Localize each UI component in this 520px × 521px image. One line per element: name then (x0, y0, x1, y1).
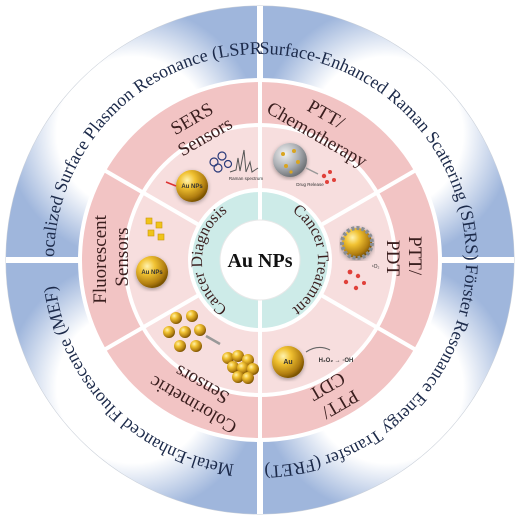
ptt-chemo-illustration: Drug Release (273, 143, 336, 187)
reaction-arrow-icon (305, 346, 331, 353)
outer-ring-quadrant-tr (260, 6, 514, 260)
singlet-oxygen-icon (343, 269, 366, 291)
section-label-fluorescent: Fluorescent Sensors (90, 210, 133, 303)
drug-molecules-icon (321, 170, 336, 184)
gold-nanoparticle (272, 346, 304, 378)
center-title: Au NPs (227, 250, 292, 272)
center-disc (219, 219, 301, 301)
singlet-oxygen-label: ¹O₂ (372, 264, 380, 270)
fluorophore-icon (145, 217, 165, 241)
dispersed-nanoparticles (163, 310, 206, 352)
section-divider (102, 168, 201, 227)
laser-arrow-icon (165, 181, 177, 187)
reaction-label: H₂O₂ → ·OH (319, 358, 354, 364)
ptt-cdt-illustration: Au H₂O₂ → ·OH (272, 346, 353, 378)
np-label: Au NPs (181, 184, 203, 190)
colorimetric-illustration (163, 310, 259, 384)
gold-nanoparticle (176, 170, 208, 202)
release-arrow-icon (305, 167, 319, 175)
gold-nanostar (340, 226, 374, 260)
aggregated-nanoparticles (222, 350, 259, 384)
sers-illustration: Au NPs Raman spectrum (165, 149, 264, 202)
section-divider (319, 293, 418, 352)
aggregation-arrow-icon (205, 334, 221, 346)
section-label-ptt-pdt: PTT/ PDT (382, 236, 425, 280)
drug-release-label: Drug Release (296, 182, 324, 187)
au-label: Au (283, 359, 292, 366)
gold-nanoparticle (136, 256, 168, 288)
mesoporous-nanoparticle (273, 143, 307, 177)
molecule-icon (209, 151, 233, 173)
raman-spectrum-icon (229, 149, 259, 173)
ptt-pdt-illustration: ¹O₂ (340, 226, 380, 291)
section-divider (319, 168, 418, 227)
np-label: Au NPs (141, 270, 163, 276)
illustrations: Au NPs Raman spectrum Drug Release (136, 143, 380, 384)
raman-label: Raman spectrum (229, 176, 264, 181)
outer-ring-quadrant-bl (6, 260, 260, 514)
outer-ring-quadrant-br (260, 260, 514, 514)
outer-ring-quadrant-tl (6, 6, 260, 260)
center: Au NPs (219, 219, 301, 301)
fluorescent-illustration: Au NPs (136, 217, 168, 288)
section-divider (102, 293, 201, 352)
gold-dots (281, 149, 300, 174)
